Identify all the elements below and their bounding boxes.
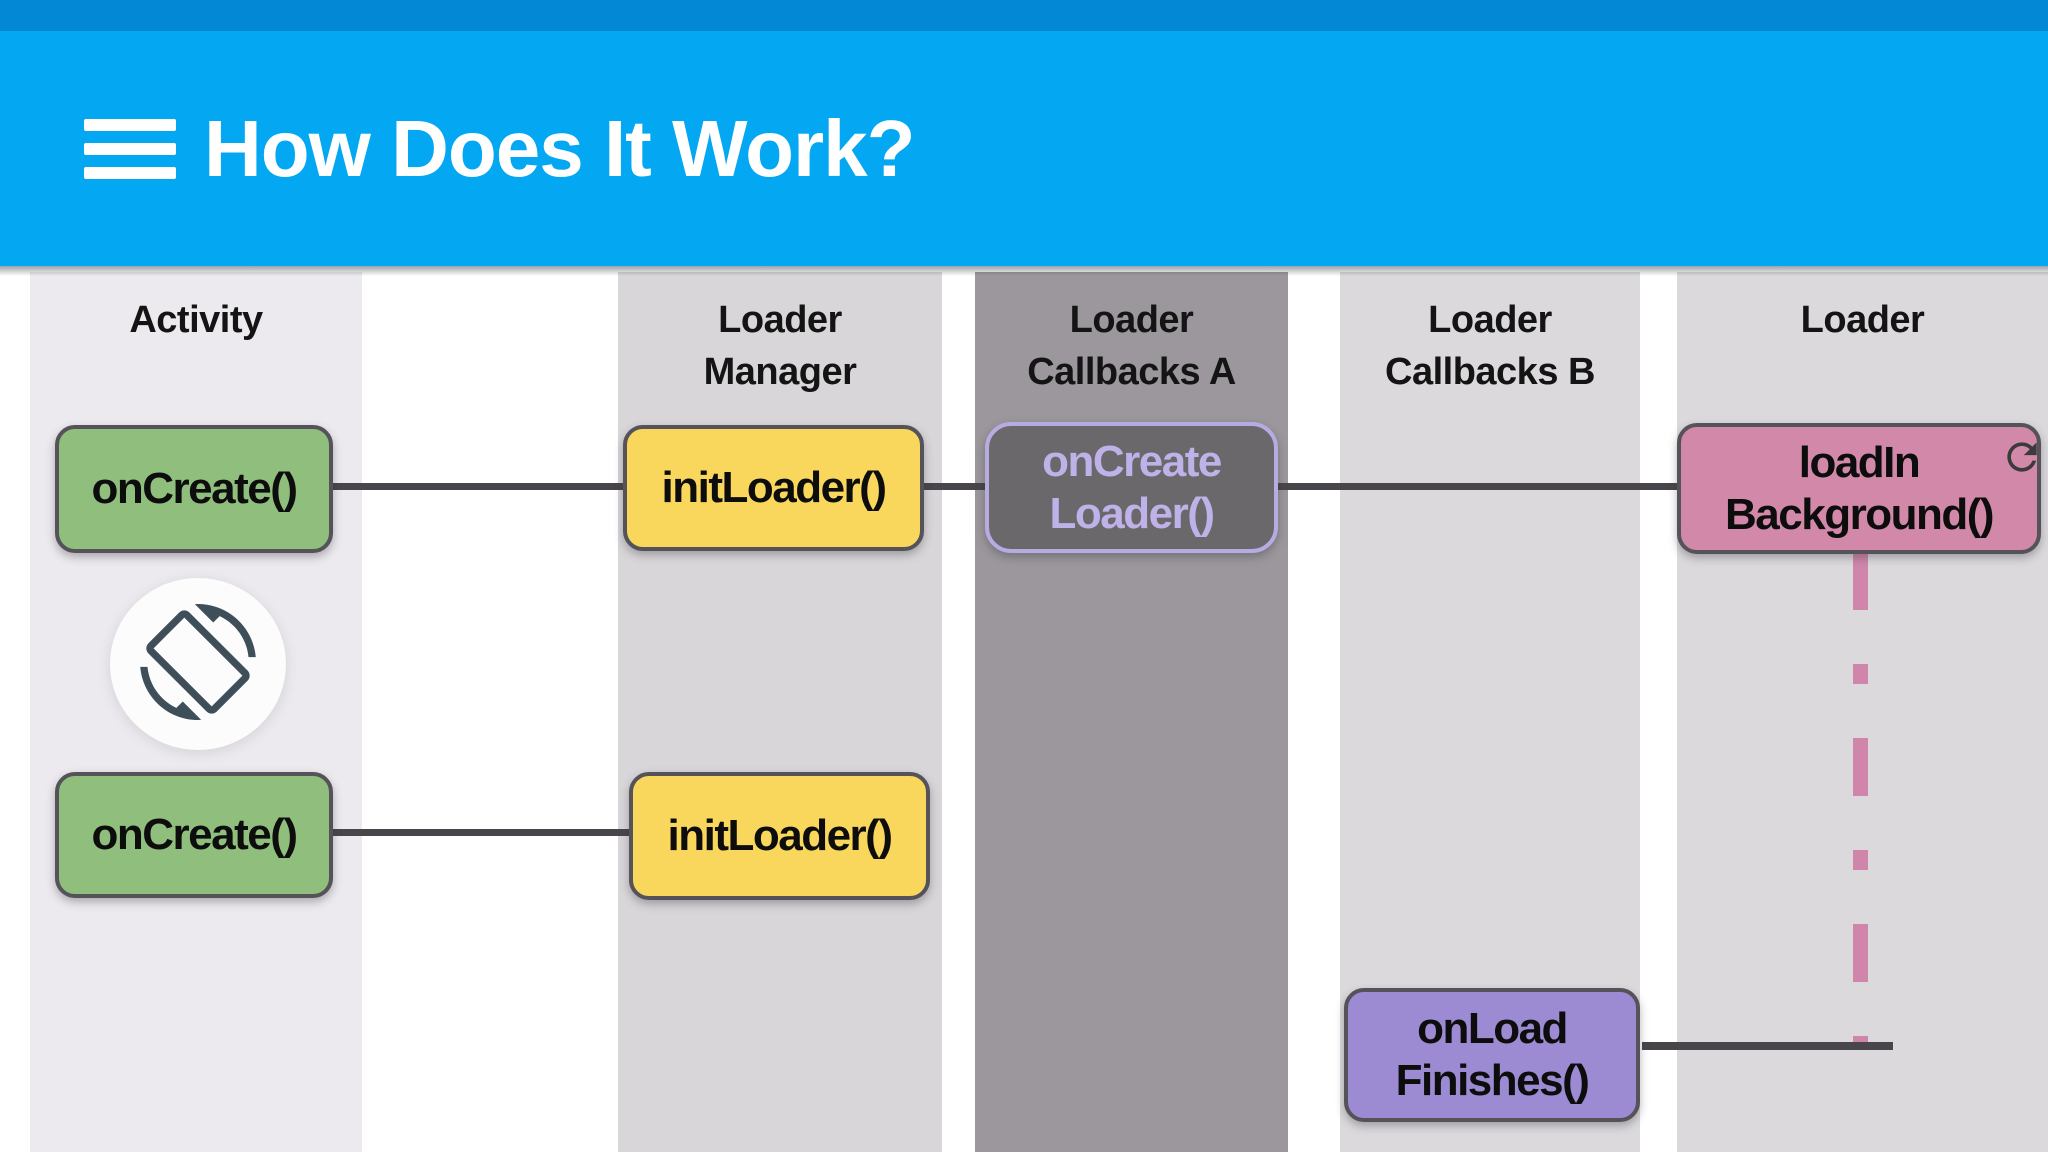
connector-line-onloadfinishes (1642, 1042, 1893, 1050)
refresh-icon (2000, 435, 2044, 479)
hamburger-bar (84, 166, 176, 179)
loader-sequence-diagram: Activity Loader Manager Loader Callbacks… (0, 272, 2048, 1152)
column-title: Loader Manager (703, 299, 857, 393)
loader-lifeline-dashed (1853, 552, 1868, 1044)
hamburger-menu-icon[interactable] (84, 118, 176, 179)
app-bar: How Does It Work? (0, 31, 2048, 266)
box-initloader-second: initLoader() (629, 772, 930, 900)
app-bar-shadow (0, 266, 2048, 276)
box-oncreateloader: onCreate Loader() (985, 422, 1278, 553)
box-onloadfinishes: onLoad Finishes() (1344, 988, 1640, 1122)
hamburger-bar (84, 118, 176, 131)
column-title: Loader Callbacks B (1385, 299, 1595, 393)
column-title: Activity (129, 299, 263, 341)
screen-rotation-icon (140, 603, 256, 725)
column-title: Loader (1800, 299, 1925, 341)
box-oncreate-first: onCreate() (55, 425, 333, 553)
box-loadinbackground: loadIn Background() (1677, 423, 2041, 554)
status-bar (0, 0, 2048, 31)
column-title: Loader Callbacks A (1027, 299, 1236, 393)
hamburger-bar (84, 142, 176, 155)
page-title: How Does It Work? (204, 103, 915, 193)
box-oncreate-second: onCreate() (55, 772, 333, 898)
screen-rotation-badge (110, 578, 286, 750)
column-loader-callbacks-a: Loader Callbacks A (975, 272, 1288, 1152)
connector-line-row2 (333, 829, 629, 836)
column-loader-manager: Loader Manager (618, 272, 942, 1152)
box-initloader-first: initLoader() (623, 425, 924, 551)
